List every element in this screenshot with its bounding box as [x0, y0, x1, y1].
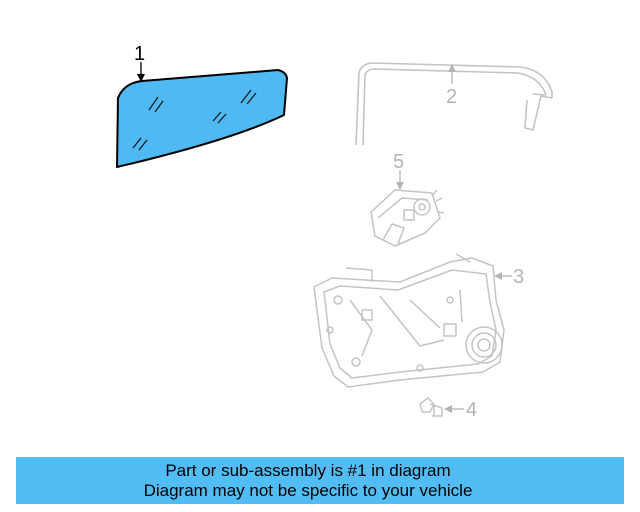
banner-line-1: Part or sub-assembly is #1 in diagram [165, 460, 451, 480]
banner-line-2: Diagram may not be specific to your vehi… [143, 480, 473, 500]
run-channel-part-2 [355, 62, 553, 146]
callout-label-5: 5 [393, 151, 404, 173]
regulator-module-part-3 [313, 253, 505, 388]
callout-leader-5 [396, 170, 404, 190]
callout-label-4: 4 [466, 399, 477, 421]
fastener-part-4 [419, 397, 443, 417]
window-motor-part-5 [370, 189, 445, 247]
callout-leader-1 [137, 62, 145, 82]
callout-label-1: 1 [134, 43, 145, 65]
callout-leader-2 [448, 64, 456, 84]
glass-reflection-marks [132, 89, 257, 151]
callout-leader-4 [444, 405, 464, 413]
door-glass-part-1[interactable] [116, 69, 288, 168]
callout-leader-3 [494, 272, 512, 280]
info-banner: Part or sub-assembly is #1 in diagram Di… [16, 457, 624, 504]
callout-label-3: 3 [513, 266, 524, 288]
callout-label-2: 2 [446, 86, 457, 108]
